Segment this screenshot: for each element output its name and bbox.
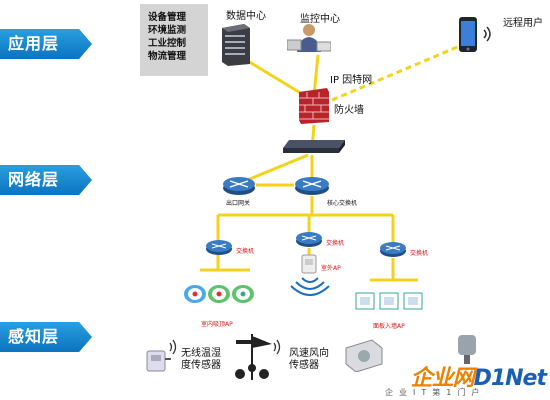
switch-icon [379,240,407,258]
switch-label: 交换机 [236,248,255,255]
wireless-signal-icon [168,338,178,356]
app-function-box: 设备管理 环境监测 工业控制 物流管理 [140,4,208,76]
outdoor-ap-label: 室外AP [321,265,341,272]
app-layer-tag: 应用层 [0,29,92,59]
sense-layer-tag: 感知层 [0,322,92,352]
gas-sensor-icon [342,338,384,372]
switch-label: 交换机 [410,250,429,257]
temp-humidity-sensor-icon [143,345,173,375]
sensor-label-line: 风速风向 [289,348,329,359]
switch-icon [205,238,233,256]
sensor-label-line: 度传感器 [181,360,221,371]
gateway-switch-icon [222,174,256,196]
panel-ap-icon [355,291,425,311]
switch-label: 交换机 [326,240,345,247]
core-switch-label: 核心交换机 [327,200,358,207]
wifi-signal-icon [290,274,330,296]
switch-icon [295,230,323,248]
wind-sensor-icon [232,330,274,382]
watermark-brand: D1Net [473,366,547,391]
app-function-item: 物流管理 [148,51,187,62]
internet-label: IP 因特网 [330,75,373,86]
router-icon [283,140,345,154]
server-icon [220,22,252,66]
watermark-cn: 企业网 [410,366,475,391]
sensor-label-line: 传感器 [289,360,319,371]
app-function-item: 工业控制 [148,38,187,49]
wireless-signal-icon [272,338,282,356]
app-function-item: 环境监测 [148,25,187,36]
temp-humidity-sensor-label: 无线温湿 度传感器 [181,348,221,372]
phone-icon [458,16,480,54]
core-switch-icon [294,174,330,196]
firewall-label: 防火墙 [334,105,364,116]
outdoor-ap-icon [300,254,318,274]
sensor-label-line: 无线温湿 [181,348,221,359]
pressure-sensor-icon [455,333,479,365]
watermark-subtitle: 企业IT第1门户 [385,388,486,397]
panel-ap-label: 面板入墙AP [373,323,405,330]
app-function-item: 设备管理 [148,12,187,23]
monitor-center-icon [287,22,331,54]
indoor-ap-label: 室内吸顶AP [201,321,233,328]
wireless-signal-icon [482,24,494,44]
indoor-ap-icon [183,283,255,305]
wind-sensor-label: 风速风向 传感器 [289,348,329,372]
network-layer-tag: 网络层 [0,165,92,195]
datacenter-label: 数据中心 [226,11,266,22]
gateway-label: 出口网关 [226,200,251,207]
remote-user-label: 远程用户 [503,18,543,29]
watermark: 企业网D1Net [410,360,547,392]
monitor-label: 监控中心 [300,14,340,25]
firewall-icon [297,86,331,124]
